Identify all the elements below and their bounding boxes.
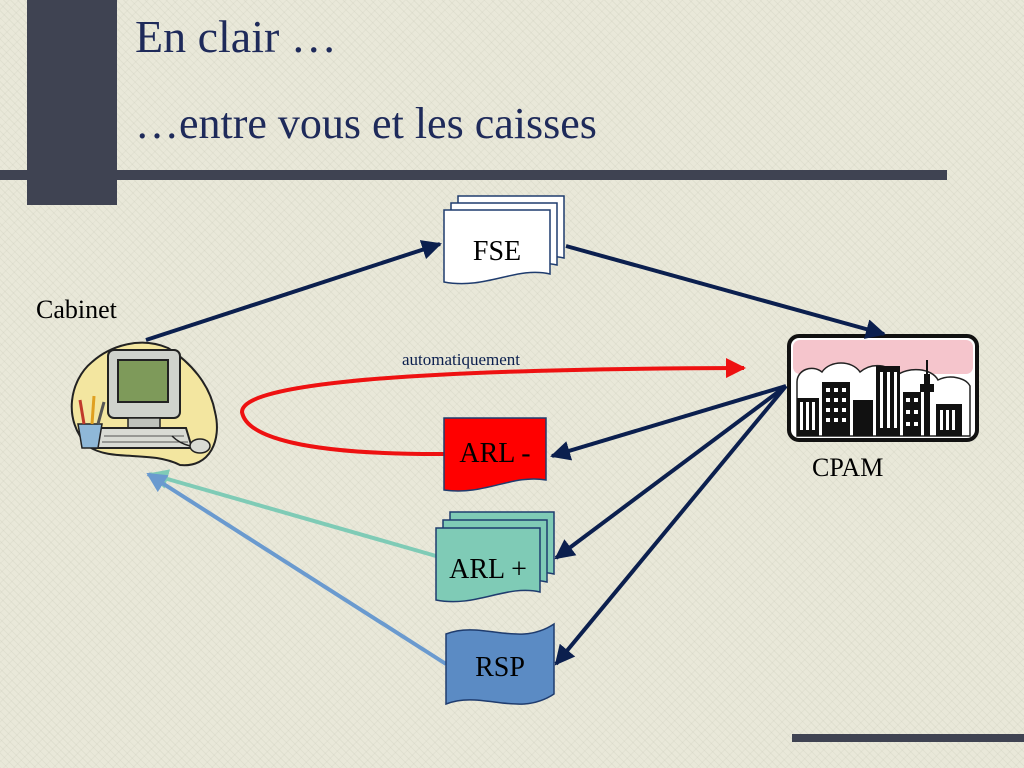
cpam-to-rsp-arrow — [554, 384, 788, 666]
rsp-to-cabinet-arrow — [146, 472, 448, 666]
cpam-to-arl-minus-arrow — [550, 384, 787, 461]
cabinet-to-fse-arrow — [145, 240, 442, 342]
arl-plus-to-cabinet-arrow — [148, 469, 437, 558]
fse-document: FSE — [443, 195, 565, 285]
automatiquement-label: automatiquement — [402, 350, 520, 369]
cabinet-label: Cabinet — [36, 295, 118, 324]
slide-title: En clair … — [135, 11, 337, 62]
cpam-label: CPAM — [812, 453, 883, 482]
bottom-accent-bar — [792, 734, 1024, 742]
automatic-loop-arrow — [239, 358, 746, 457]
arl-minus-label: ARL - — [459, 438, 530, 469]
arl-plus-label: ARL + — [449, 554, 527, 585]
computer-icon — [70, 341, 218, 467]
fse-label: FSE — [473, 236, 521, 267]
arl-plus-document: ARL + — [435, 511, 555, 603]
rsp-label: RSP — [475, 652, 525, 683]
fse-to-cpam-arrow — [565, 244, 886, 339]
rsp-document: RSP — [445, 622, 555, 706]
arl-minus-document: ARL - — [443, 417, 547, 492]
slide-subtitle: …entre vous et les caisses — [135, 99, 597, 148]
title-divider-bar — [0, 170, 947, 180]
cpam-to-arl-plus-arrow — [554, 384, 788, 560]
city-building-icon — [787, 334, 979, 442]
